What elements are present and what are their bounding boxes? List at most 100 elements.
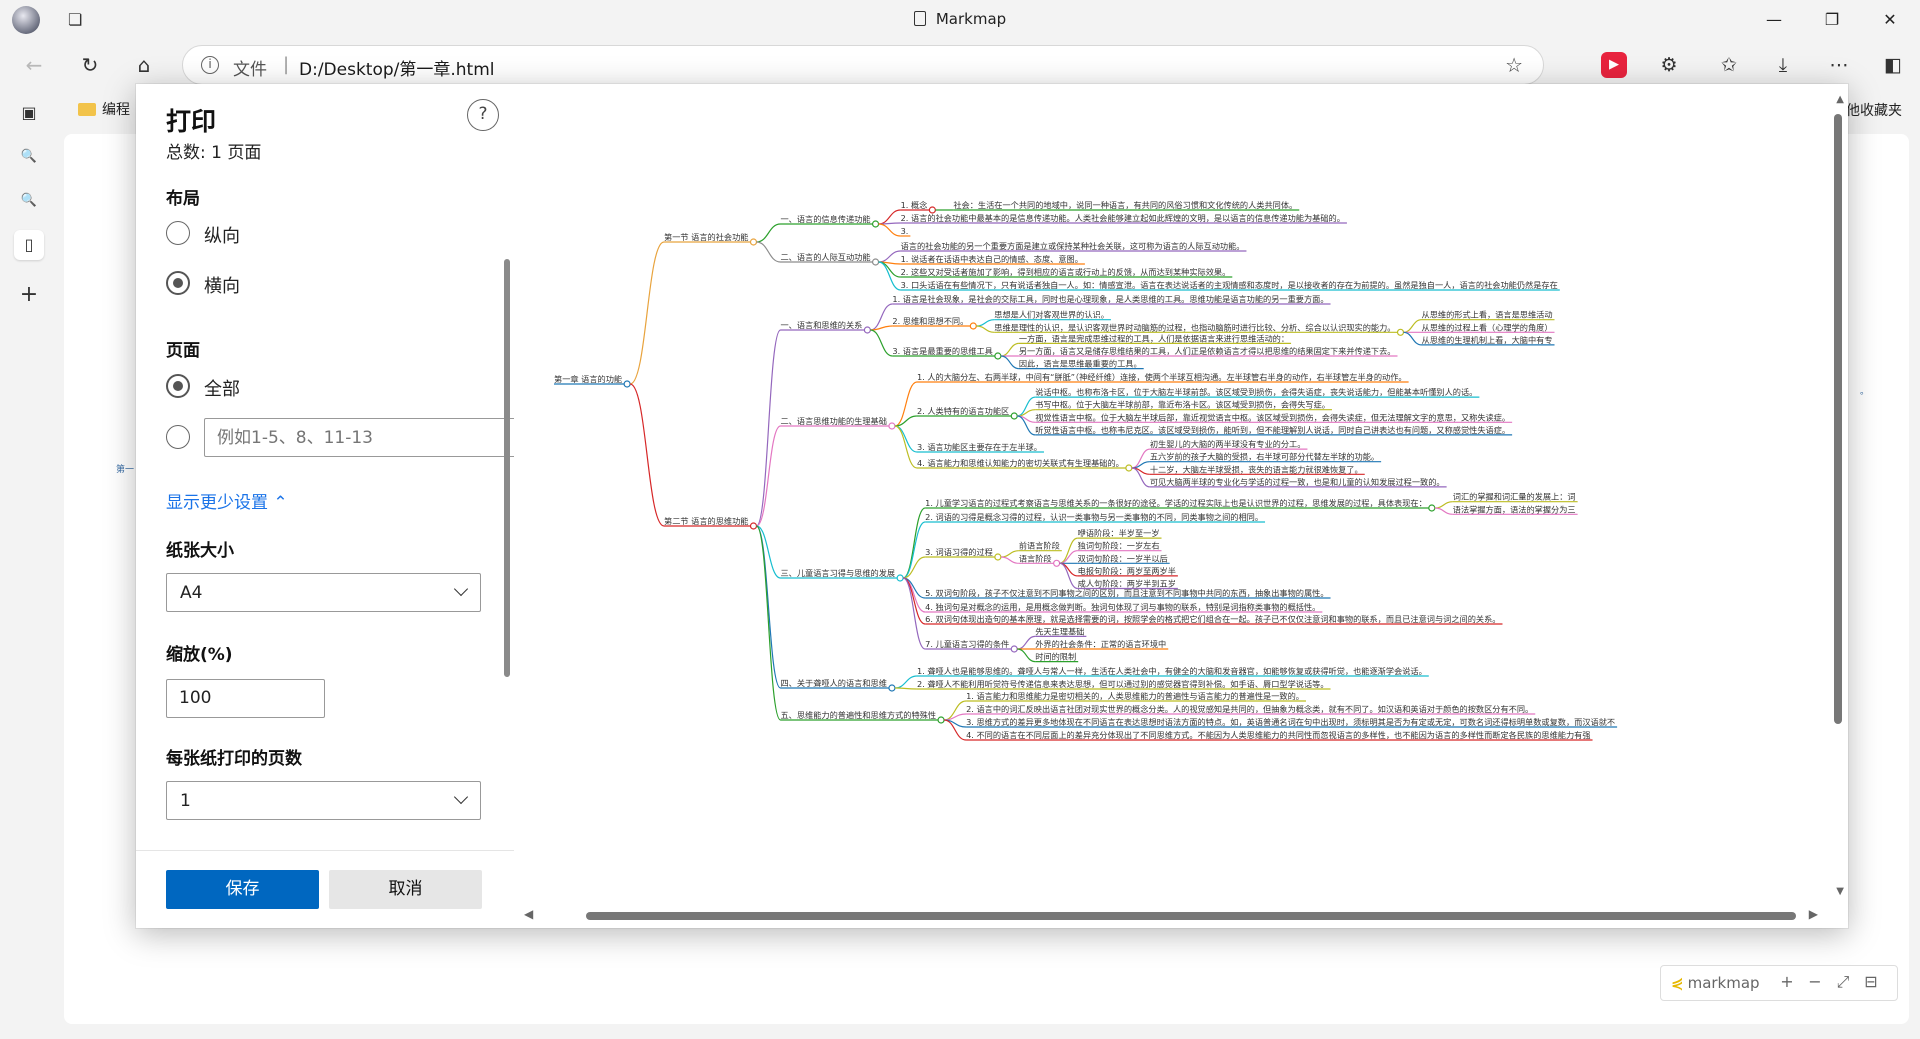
settings-scrollbar[interactable] — [504, 259, 510, 677]
address-bar[interactable]: i 文件 | D:/Desktop/第一章.html ☆ — [182, 45, 1544, 85]
tab-actions-icon[interactable]: ▣ — [21, 103, 37, 122]
mindmap-item-label: 1. 人的大脑分左、右两半球，中间有“胼胝”（神经纤维）连接，使两个半球互相沟通… — [917, 372, 1407, 382]
profile-icon[interactable] — [12, 6, 40, 34]
mindmap-item-branch — [943, 719, 967, 741]
help-icon[interactable]: ? — [467, 99, 499, 131]
fit-window-button[interactable]: ⤢ — [1836, 972, 1850, 991]
downloads-icon[interactable]: ⤓ — [1778, 54, 1788, 76]
mindmap-item-label: 2. 语言中的词汇反映出语言社团对现实世界的概念分类。人的视觉感知是共同的，但抽… — [966, 704, 1533, 714]
browser-toolbar: ← ↻ ⌂ i 文件 | D:/Desktop/第一章.html ☆ ▶ ⚙ ✩… — [0, 45, 1920, 85]
mindmap-leaf-branch — [1403, 331, 1422, 346]
address-url[interactable]: D:/Desktop/第一章.html — [299, 60, 495, 80]
scroll-left-icon[interactable]: ◀ — [524, 907, 534, 921]
copilot-icon[interactable]: ▶ — [1601, 52, 1627, 78]
maximize-button[interactable]: ❐ — [1824, 10, 1840, 29]
mindmap-item-label: 7. 儿童语言习得的条件 — [925, 639, 1009, 649]
mindmap-item-label: 3. 思维方式的差异更多地体现在不同语言在表达思想时语法方面的特点。如，英语普通… — [966, 717, 1615, 727]
page-count: 总数: 1 页面 — [166, 143, 262, 163]
bookmark-folder[interactable]: 编程 — [78, 99, 130, 119]
new-tab-icon[interactable]: + — [19, 282, 39, 307]
mindmap-subitem-branch — [1017, 648, 1036, 663]
toggle-recursive-button[interactable]: ⊟ — [1864, 972, 1878, 991]
mindmap-leaf-label: 从思维的形式上看，语言是思维活动 — [1422, 310, 1553, 320]
title-bar: ❏ Markmap — ❐ ✕ — [0, 0, 1920, 40]
back-icon[interactable]: ← — [25, 53, 43, 77]
pages-per-sheet-select[interactable]: 1 — [166, 781, 481, 820]
mindmap-topic-label: 二、语言的人际互动功能 — [780, 252, 870, 262]
cancel-button[interactable]: 取消 — [329, 870, 482, 909]
zoom-in-button[interactable]: + — [1780, 972, 1794, 991]
dialog-footer: 保存 取消 — [136, 850, 514, 928]
markmap-tab-icon[interactable]: ▯ — [14, 230, 44, 260]
mindmap-topic-dot — [937, 716, 945, 724]
star-icon[interactable]: ☆ — [1505, 53, 1523, 77]
chevron-down-icon — [453, 581, 469, 597]
landscape-label[interactable]: 横向 — [204, 276, 240, 297]
mindmap-item-label: 4. 语言能力和思维认知能力的密切关联式有生理基础的。 — [917, 458, 1124, 468]
markmap-brand[interactable]: ⋞markmap — [1671, 974, 1760, 992]
mindmap-item-branch — [870, 303, 893, 331]
minimize-button[interactable]: — — [1766, 10, 1782, 29]
mindmap-topic-dot — [888, 684, 896, 692]
mindmap-item-label: 2. 人类特有的语言功能区 — [917, 406, 1009, 416]
mindmap-item-label: 2. 聋哑人不能利用听觉符号传递信息来表达思想，但可以通过别的感觉器官得到补偿。… — [917, 679, 1329, 689]
mindmap-leaf-label: 咿语阶段：半岁至一岁 — [1078, 528, 1160, 538]
custom-pages-radio[interactable] — [166, 425, 190, 449]
extensions-icon[interactable]: ⚙ — [1660, 54, 1678, 76]
favorites-icon[interactable]: ✩ — [1721, 54, 1737, 76]
mindmap-topic-dot — [863, 326, 871, 334]
mindmap-item-label: 1. 儿童学习语言的过程式考察语言与思维关系的一条很好的途径。学话的过程实际上也… — [925, 498, 1427, 508]
mindmap-item-branch — [870, 325, 893, 331]
pages-per-sheet-value: 1 — [180, 791, 191, 811]
mindmap-root-dot — [623, 380, 631, 388]
preview-vertical-scrollbar[interactable] — [1834, 114, 1842, 724]
show-less-link[interactable]: 显示更少设置 ⌃ — [166, 493, 288, 513]
mindmap-item-label: 3. 词语习得的过程 — [925, 547, 993, 557]
mindmap-leaf-label: 词汇的掌握和词汇量的发展上：词 — [1453, 492, 1576, 502]
mindmap-subitem-label: 书写中枢。位于大脑左半球前部，靠近布洛卡区。该区域受到损伤，会得失写症。 — [1035, 400, 1330, 410]
background-mindmap-label-right: 。 — [1860, 387, 1870, 397]
mindmap-topic-branch — [756, 241, 781, 263]
all-pages-label[interactable]: 全部 — [204, 379, 240, 400]
mindmap-leaf-label: 成人句阶段：两岁半到五岁 — [1078, 579, 1176, 589]
mindmap-leaf-label: 独词句阶段：一岁左右 — [1078, 541, 1160, 551]
scroll-right-icon[interactable]: ▶ — [1808, 907, 1818, 921]
mindmap-subitem-branch — [1000, 342, 1019, 357]
address-separator: | — [283, 54, 290, 75]
mindmap-subitem-branch — [976, 319, 995, 327]
sidebar-icon[interactable]: ◧ — [1884, 54, 1902, 76]
mindmap-subitem-dot — [1396, 328, 1405, 336]
close-button[interactable]: ✕ — [1883, 10, 1897, 29]
preview-horizontal-scrollbar[interactable] — [586, 912, 1796, 920]
info-icon[interactable]: i — [201, 56, 219, 74]
mindmap-subitem-label: 听觉性语言中枢。也称韦尼克区。该区域受到损伤，能听到，但不能理解别人说话，同时自… — [1035, 425, 1510, 435]
all-pages-radio[interactable] — [166, 374, 190, 398]
scroll-up-icon[interactable]: ▲ — [1836, 94, 1844, 105]
home-icon[interactable]: ⌂ — [137, 53, 151, 77]
search-tab-icon-2[interactable]: 🔍 — [20, 193, 38, 208]
other-favorites[interactable]: 他收藏夹 — [1846, 103, 1902, 119]
refresh-icon[interactable]: ↻ — [81, 53, 99, 77]
scale-input[interactable]: 100 — [166, 679, 325, 718]
mindmap-leaf-branch — [1434, 507, 1453, 515]
mindmap-item-label: 1. 聋哑人也是能够思维的。聋哑人与常人一样，生活在人类社会中，有健全的大脑和发… — [917, 666, 1427, 676]
mindmap-topic-label: 五、思维能力的普遍性和思维方式的特殊性 — [780, 710, 936, 720]
portrait-label[interactable]: 纵向 — [204, 226, 240, 247]
portrait-radio[interactable] — [166, 221, 190, 245]
mindmap-root-label: 第一章 语言的功能 — [554, 374, 622, 384]
bookmarks-bar: 编程 他收藏夹 — [0, 92, 1920, 126]
mindmap-topic-dot — [871, 220, 880, 228]
page-range-input[interactable] — [204, 418, 517, 457]
search-tab-icon[interactable]: 🔍 — [20, 149, 38, 164]
tabs-icon[interactable]: ❏ — [68, 10, 83, 29]
mindmap-item-branch — [878, 209, 901, 225]
landscape-radio[interactable] — [166, 271, 190, 295]
mindmap-leaf-branch — [1059, 550, 1078, 564]
save-button[interactable]: 保存 — [166, 870, 319, 909]
mindmap-item-branch — [878, 250, 901, 263]
zoom-out-button[interactable]: − — [1808, 972, 1822, 991]
paper-size-select[interactable]: A4 — [166, 573, 481, 612]
more-icon[interactable]: ⋯ — [1829, 54, 1849, 76]
scroll-down-icon[interactable]: ▼ — [1836, 886, 1844, 897]
